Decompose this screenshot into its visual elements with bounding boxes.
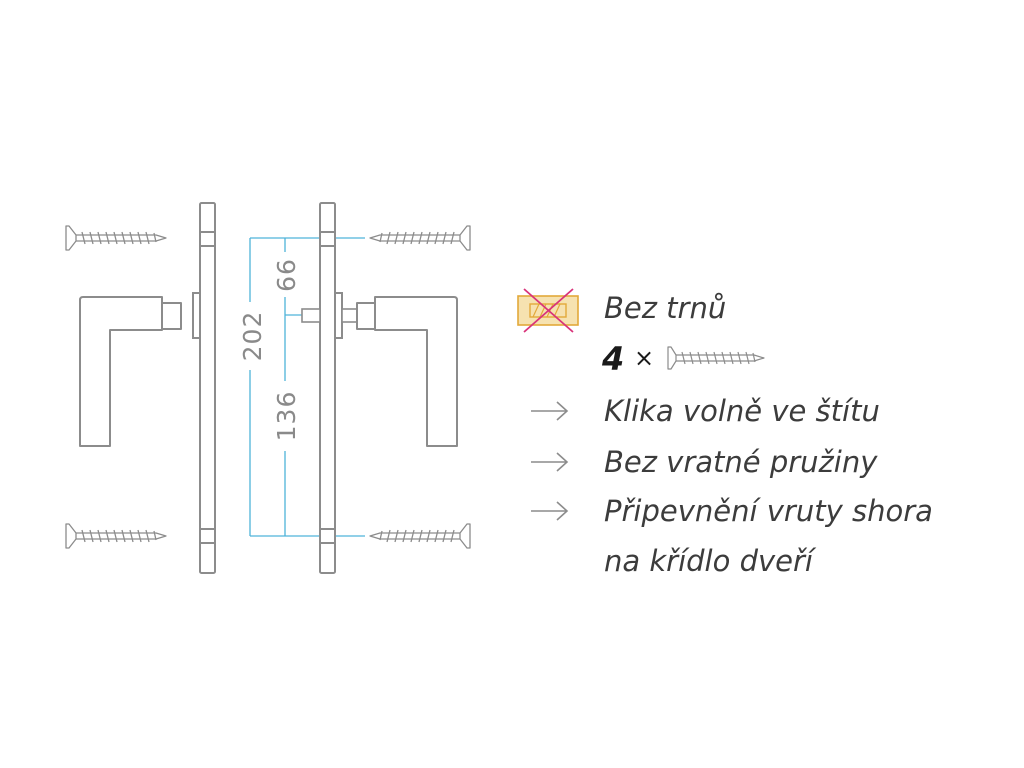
dimension-lower-label: 136	[272, 391, 301, 442]
dimension-lines	[249, 237, 365, 537]
screw-icon	[65, 523, 167, 549]
feature-mounting-line1: Připevnění vruty shora	[604, 494, 933, 528]
right-arrow-icon	[531, 401, 569, 421]
right-escutcheon	[319, 202, 343, 574]
feature-loose-handle: Klika volně ve štítu	[604, 394, 880, 428]
screw-multiplier: ×	[634, 344, 655, 372]
dimension-total-label: 202	[238, 311, 267, 362]
right-arrow-icon	[531, 501, 569, 521]
screw-icon	[370, 524, 470, 548]
dimension-upper-label: 66	[272, 258, 301, 292]
feature-no-spring: Bez vratné pružiny	[604, 445, 878, 479]
screw-icon	[667, 346, 765, 370]
feature-no-spindle: Bez trnů	[604, 291, 727, 325]
right-arrow-icon	[531, 452, 569, 472]
spindle-stub	[301, 308, 361, 323]
left-handle	[79, 296, 182, 447]
right-handle	[356, 296, 458, 447]
screw-icon	[370, 226, 470, 250]
feature-mounting-line2: na křídlo dveří	[604, 544, 813, 578]
screw-count: 4	[602, 340, 625, 378]
screw-icon	[65, 225, 167, 251]
left-escutcheon	[192, 202, 216, 574]
crossed-spindle-icon	[517, 288, 579, 333]
